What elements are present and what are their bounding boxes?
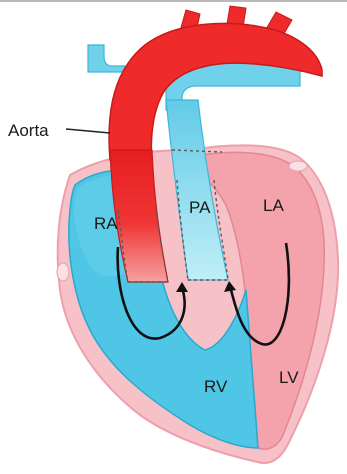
aorta-leader-line <box>66 129 110 133</box>
ra-label: RA <box>94 214 118 233</box>
pa-label: PA <box>189 198 211 217</box>
aorta-label: Aorta <box>8 121 49 140</box>
rv-label: RV <box>204 377 228 396</box>
la-label: LA <box>263 196 284 215</box>
lv-label: LV <box>279 368 299 387</box>
left-auricle-tab <box>57 263 69 281</box>
aorta-arch <box>109 23 322 165</box>
right-auricle-tab <box>289 161 307 171</box>
